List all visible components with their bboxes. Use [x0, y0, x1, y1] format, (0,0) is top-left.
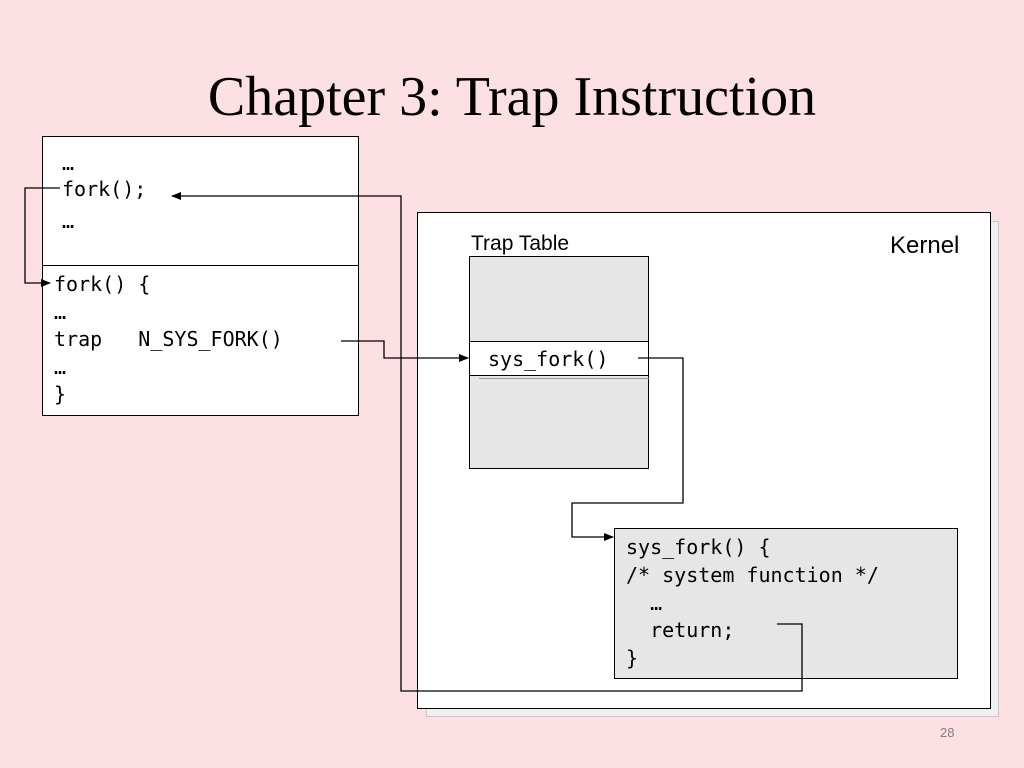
sys-fork-line-return: return; [626, 618, 735, 642]
caller-line-fork-call: fork(); [62, 177, 147, 201]
kernel-label: Kernel [890, 232, 960, 259]
trap-table-entry: sys_fork() [469, 341, 649, 376]
user-caller-code-box: … fork(); … [42, 136, 359, 266]
library-line-ellipsis-1: … [54, 300, 67, 324]
user-library-code-box: fork() { … trap N_SYS_FORK() … } [42, 265, 359, 416]
kernel-sys-fork-code-box: sys_fork() { /* system function */ … ret… [614, 528, 958, 679]
sys-fork-line-ellipsis: … [626, 591, 663, 615]
library-line-ellipsis-2: … [54, 355, 67, 379]
sys-fork-line-def: sys_fork() { [626, 535, 771, 559]
library-line-fork-def: fork() { [54, 272, 151, 296]
sys-fork-line-comment: /* system function */ [626, 563, 879, 587]
library-line-close-brace: } [54, 382, 67, 406]
sys-fork-line-close-brace: } [626, 646, 639, 670]
trap-entry-divider [479, 378, 649, 379]
library-line-trap: trap N_SYS_FORK() [54, 327, 283, 351]
caller-line-ellipsis-top: … [62, 151, 75, 175]
trap-table-label: Trap Table [471, 232, 570, 255]
page-number: 28 [940, 725, 955, 740]
caller-line-ellipsis-bottom: … [62, 209, 75, 233]
trap-entry-label: sys_fork() [488, 347, 609, 371]
slide-title: Chapter 3: Trap Instruction [207, 66, 817, 128]
